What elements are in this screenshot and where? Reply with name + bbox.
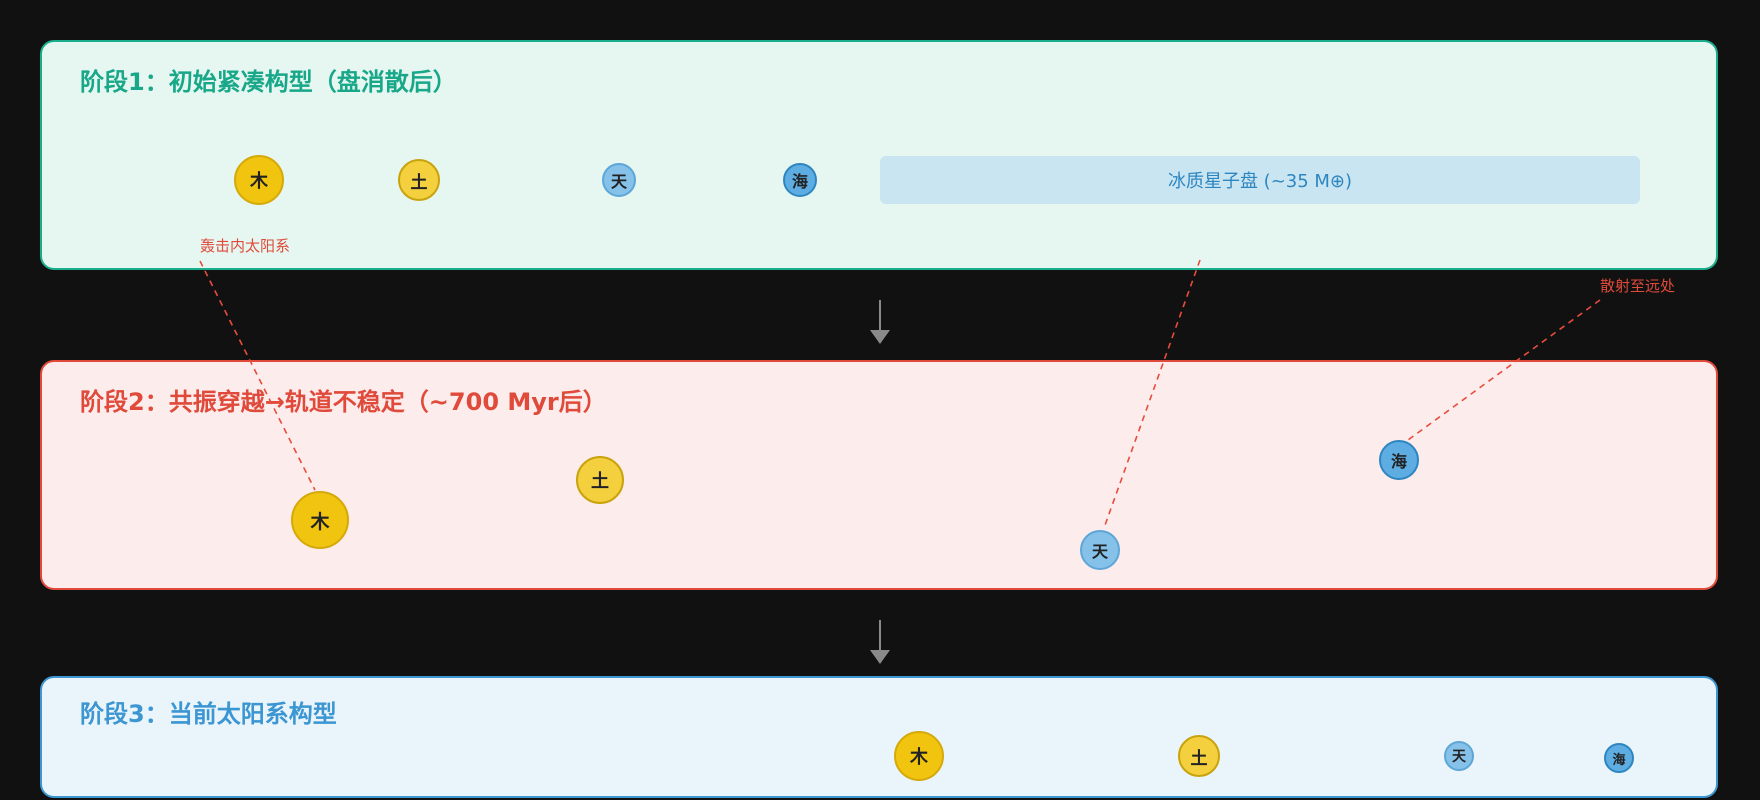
stage2-jupiter: 木 (291, 491, 349, 549)
stage2-title: 阶段2：共振穿越→轨道不稳定（~700 Myr后） (80, 388, 607, 416)
stage2-uranus: 天 (1080, 530, 1120, 570)
stage3-jupiter: 木 (894, 731, 944, 781)
stage-arrow-1 (870, 300, 890, 344)
stage2-saturn: 土 (576, 456, 624, 504)
stage1-panel: 阶段1：初始紧凑构型（盘消散后） (40, 40, 1718, 270)
stage3-panel: 阶段3：当前太阳系构型 (40, 676, 1718, 798)
stage1-neptune: 海 (783, 163, 817, 197)
stage1-saturn: 土 (398, 159, 440, 201)
stage1-title: 阶段1：初始紧凑构型（盘消散后） (80, 68, 457, 96)
stage-arrow-2 (870, 620, 890, 664)
stage3-neptune: 海 (1604, 743, 1634, 773)
stage3-title: 阶段3：当前太阳系构型 (80, 700, 337, 728)
planetesimal-disk: 冰质星子盘 (~35 M⊕) (880, 156, 1640, 204)
stage1-uranus: 天 (602, 163, 636, 197)
stage1-jupiter: 木 (234, 155, 284, 205)
stage2-panel: 阶段2：共振穿越→轨道不稳定（~700 Myr后） (40, 360, 1718, 590)
stage2-neptune: 海 (1379, 440, 1419, 480)
stage3-uranus: 天 (1444, 741, 1474, 771)
stage3-saturn: 土 (1178, 735, 1220, 777)
stage2-annotation: 散射至远处 (1600, 277, 1676, 295)
stage1-annotation: 轰击内太阳系 (200, 237, 291, 255)
